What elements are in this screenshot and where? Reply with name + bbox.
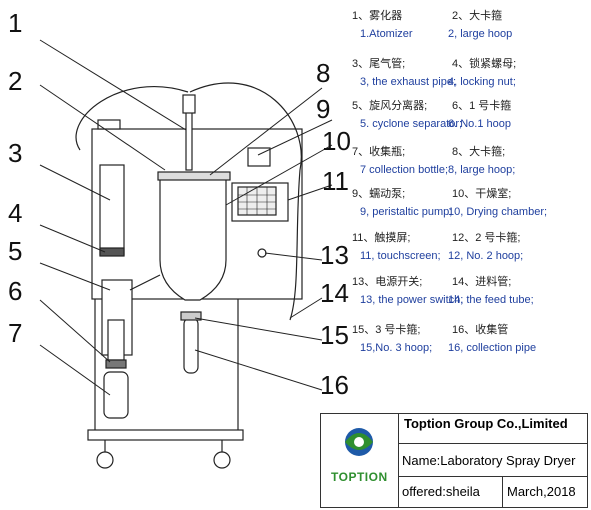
collection-pipe <box>183 317 199 374</box>
label-2: 2 <box>8 66 22 96</box>
wheel-right <box>213 451 231 469</box>
legend-zh-2: 2、大卡箍 <box>452 10 503 22</box>
legend-zh-4: 4、锁紧螺母; <box>452 58 517 70</box>
label-15: 15 <box>320 320 349 350</box>
legend-en-9: 9, peristaltic pump; <box>360 206 453 218</box>
label-3: 3 <box>8 138 22 168</box>
legend-en-2: 2, large hoop <box>448 28 513 40</box>
legend-en-6: 6. No.1 hoop <box>448 118 511 130</box>
legend-en-15: 15,No. 3 hoop; <box>360 342 433 354</box>
label-16: 16 <box>320 370 349 400</box>
legend-zh-13: 13、电源开关; <box>352 276 423 288</box>
legend-zh-1: 1、雾化器 <box>352 10 403 22</box>
no1-hoop <box>105 359 127 369</box>
power-switch <box>257 248 267 258</box>
legend-en-3: 3, the exhaust pipe; <box>360 76 457 88</box>
locking-nut <box>99 247 125 257</box>
legend-zh-10: 10、干燥室; <box>452 188 512 200</box>
legend-en-7: 7 collection bottle; <box>360 164 449 176</box>
legend-zh-9: 9、蠕动泵; <box>352 188 406 200</box>
product-name: Name:Laboratory Spray Dryer <box>398 444 587 477</box>
legend-en-13: 13, the power switch; <box>360 294 464 306</box>
label-13: 13 <box>320 240 349 270</box>
label-8: 8 <box>316 58 330 88</box>
legend-zh-15: 15、3 号卡箍; <box>352 324 421 336</box>
title-block: TOPTION Toption Group Co.,Limited Name:L… <box>320 413 588 508</box>
label-11: 11 <box>322 166 349 196</box>
toption-logo: TOPTION <box>321 414 399 507</box>
label-9: 9 <box>316 94 330 124</box>
legend-en-8: 8, large hoop; <box>448 164 516 176</box>
label-5: 5 <box>8 236 22 266</box>
legend-zh-7: 7、收集瓶; <box>352 146 406 158</box>
legend-en-1: 1.Atomizer <box>360 28 413 40</box>
date: March,2018 <box>507 484 576 499</box>
legend-en-12: 12, No. 2 hoop; <box>448 250 524 262</box>
label-14: 14 <box>320 278 349 308</box>
legend-en-14: 14, the feed tube; <box>448 294 534 306</box>
atomizer <box>185 109 193 171</box>
drying-chamber <box>159 174 227 301</box>
legend-en-5: 5. cyclone separator; <box>360 118 463 130</box>
legend-zh-16: 16、收集管 <box>452 324 509 336</box>
legend-en-4: 4, locking nut; <box>448 76 516 88</box>
legend-zh-14: 14、进料管; <box>452 276 512 288</box>
legend-zh-5: 5、旋风分离器; <box>352 100 428 112</box>
label-6: 6 <box>8 276 22 306</box>
label-7: 7 <box>8 318 22 348</box>
legend-zh-8: 8、大卡箍; <box>452 146 506 158</box>
legend-zh-3: 3、尾气管; <box>352 58 406 70</box>
logo-icon <box>345 428 373 456</box>
feed-tube <box>75 82 302 321</box>
offered-by: offered:sheila <box>398 477 503 507</box>
large-hoop <box>157 171 231 181</box>
peristaltic-pump <box>247 147 271 167</box>
base-frame <box>87 429 244 441</box>
wheel-left <box>96 451 114 469</box>
collection-bottle <box>103 371 129 419</box>
legend-en-16: 16, collection pipe <box>448 342 537 354</box>
logo-text: TOPTION <box>331 470 388 484</box>
company-name: Toption Group Co.,Limited <box>398 414 587 444</box>
legend-en-10: 10, Drying chamber; <box>448 206 548 218</box>
label-1: 1 <box>8 8 22 38</box>
legend-zh-12: 12、2 号卡箍; <box>452 232 521 244</box>
label-4: 4 <box>8 198 22 228</box>
cabinet-top <box>97 119 121 130</box>
exhaust-pipe <box>99 164 125 256</box>
legend-zh-6: 6、1 号卡箍 <box>452 100 512 112</box>
legend-zh-11: 11、触摸屏; <box>352 232 411 244</box>
label-10: 10 <box>322 126 351 156</box>
legend-en-11: 11, touchscreen; <box>360 250 441 262</box>
